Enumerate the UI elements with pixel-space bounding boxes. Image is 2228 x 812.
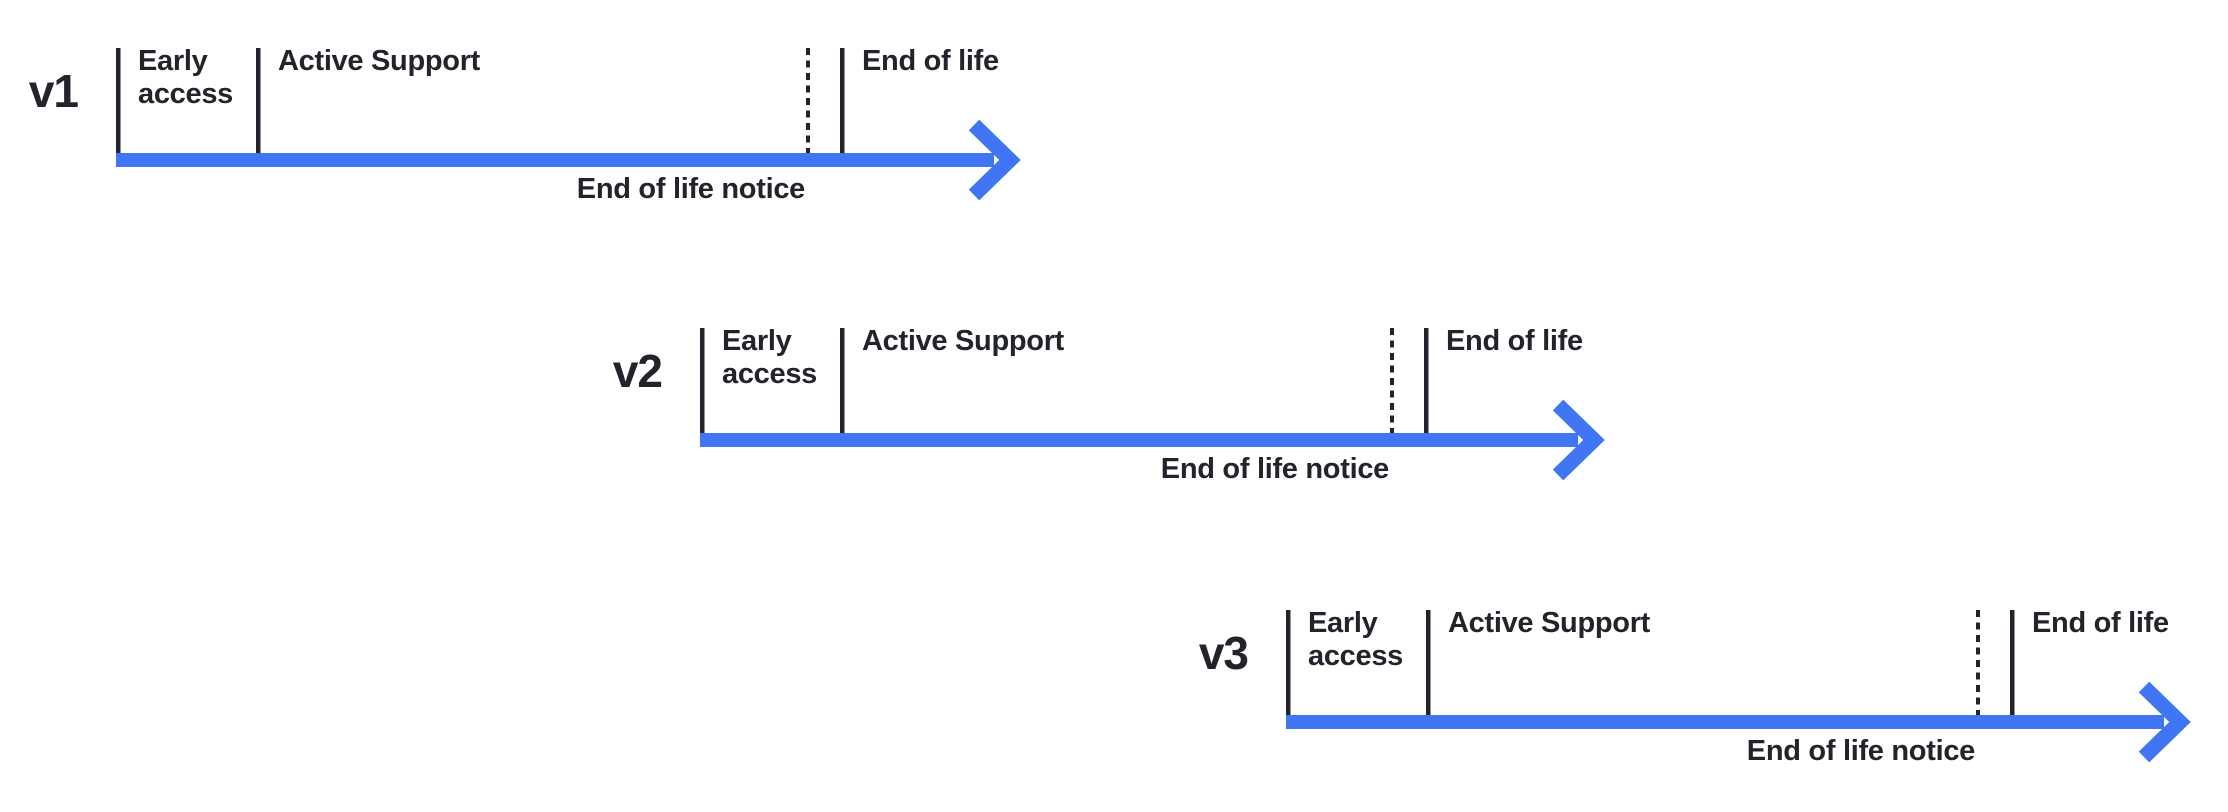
active-support-label: Active Support — [862, 325, 1065, 357]
end-of-life-notice-label: End of life notice — [576, 173, 806, 205]
early-access-label: Early access — [1308, 607, 1403, 672]
timeline-arrow-head-icon — [968, 119, 1021, 201]
end-of-life-label: End of life — [862, 45, 999, 77]
end-of-life-label: End of life — [2032, 607, 2169, 639]
end-of-life-label: End of life — [1446, 325, 1583, 357]
version-label: v3 — [1198, 627, 1249, 679]
timeline-v2: v2 Early access Active Support End of li… — [602, 313, 1702, 493]
early-access-label: Early access — [138, 45, 233, 110]
end-of-life-notice-label: End of life notice — [1746, 735, 1976, 767]
end-of-life-notice-label: End of life notice — [1160, 453, 1390, 485]
version-label: v1 — [28, 65, 79, 117]
timeline-v1: v1 Early access Active Support End of li… — [18, 33, 1118, 213]
timeline-arrow-head-icon — [2138, 681, 2191, 763]
active-support-label: Active Support — [278, 45, 481, 77]
early-access-label: Early access — [722, 325, 817, 390]
version-label: v2 — [612, 345, 663, 397]
timeline-arrow-head-icon — [1552, 399, 1605, 481]
timeline-graphic — [1285, 610, 2191, 763]
timeline-v3: v3 Early access Active Support End of li… — [1188, 595, 2228, 775]
timeline-graphic — [115, 48, 1021, 201]
active-support-label: Active Support — [1448, 607, 1651, 639]
timeline-graphic — [699, 328, 1605, 481]
